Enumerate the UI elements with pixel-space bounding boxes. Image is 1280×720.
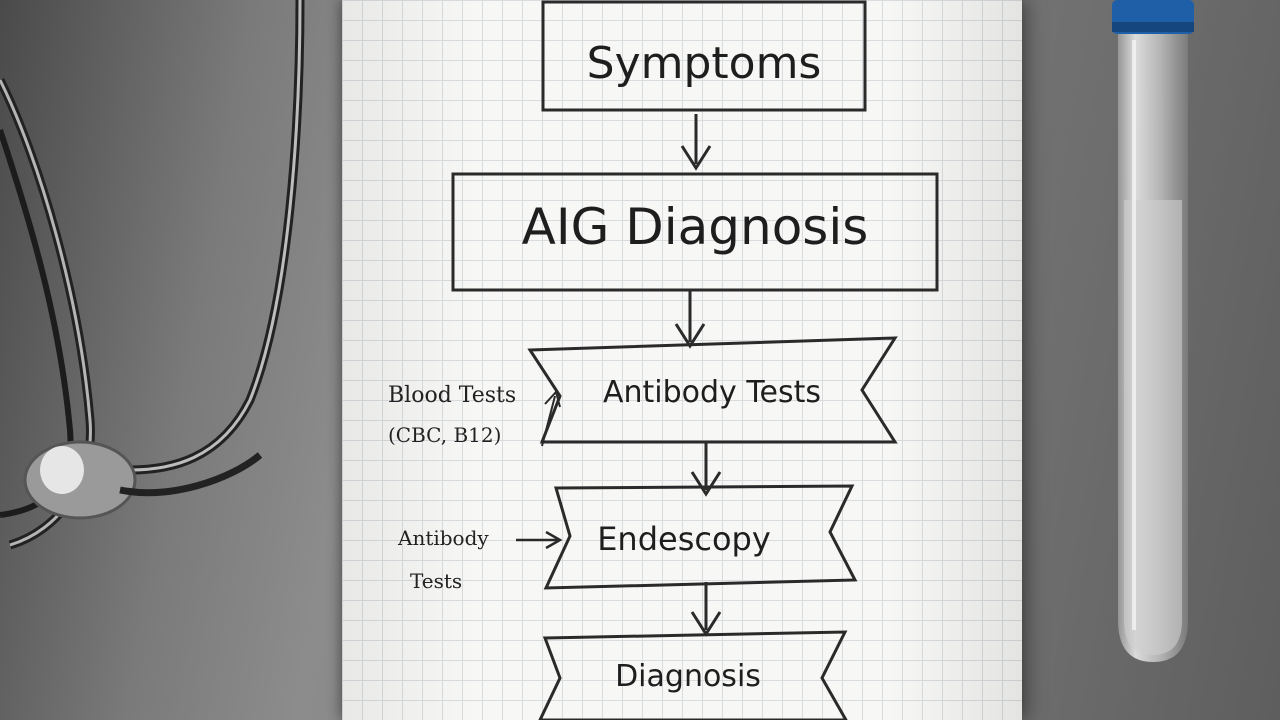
- aig-diagnosis-label: AIG Diagnosis: [522, 198, 869, 256]
- arrow-down-icon: [680, 114, 712, 171]
- side-note-antibody: Antibody: [397, 526, 489, 550]
- arrow-down-icon: [690, 582, 722, 637]
- side-note-blood-tests-detail: (CBC, B12): [388, 423, 501, 447]
- stethoscope-icon: [0, 0, 305, 550]
- endoscopy-box: [543, 484, 858, 590]
- test-tube-icon: [1112, 0, 1194, 662]
- aig-diagnosis-box: [451, 172, 939, 292]
- antibody-tests-label: Antibody Tests: [603, 375, 821, 410]
- arrow-down-icon: [674, 290, 706, 349]
- antibody-tests-box: [527, 336, 898, 444]
- diagnosis-label: Diagnosis: [615, 659, 761, 694]
- arrow-right-icon: [516, 530, 563, 550]
- symptoms-box: [541, 0, 867, 112]
- arrow-down-icon: [690, 442, 722, 497]
- side-note-tests: Tests: [410, 569, 462, 593]
- endoscopy-label: Endescopy: [597, 520, 771, 558]
- side-note-blood-tests: Blood Tests: [388, 383, 516, 408]
- notebook-page: [342, 0, 1022, 720]
- arrow-right-icon: [541, 389, 561, 447]
- diagnosis-box: [538, 630, 848, 720]
- symptoms-label: Symptoms: [587, 38, 822, 89]
